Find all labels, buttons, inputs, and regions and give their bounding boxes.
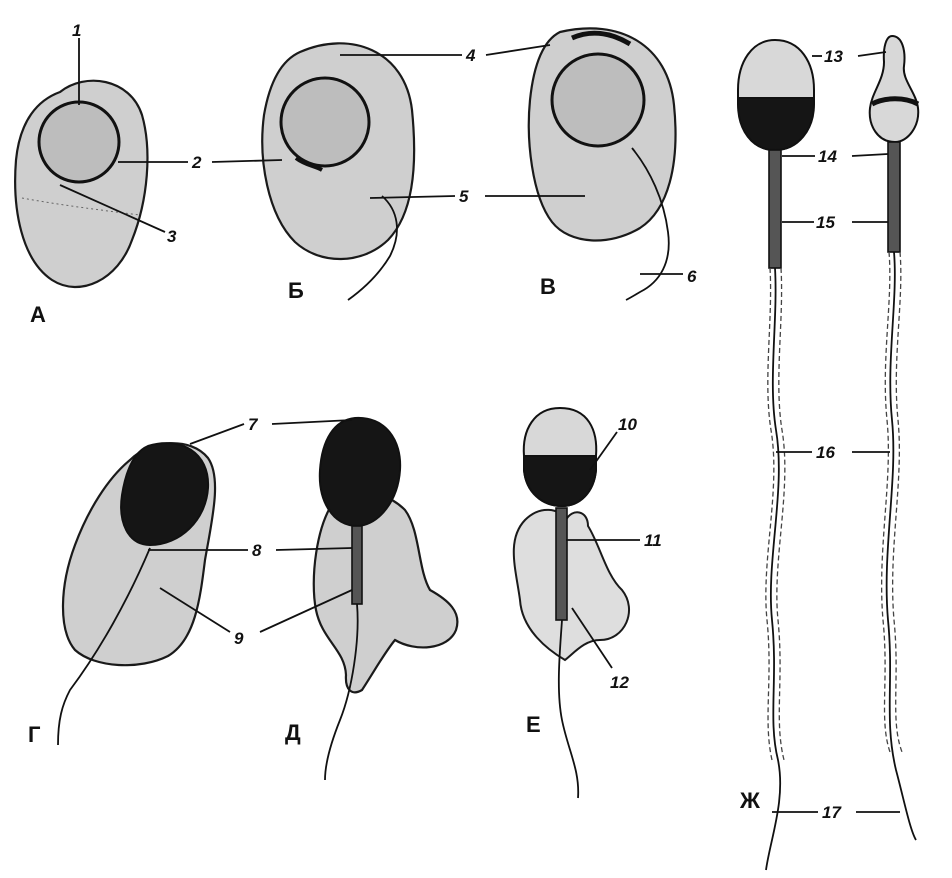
stage-label-g: Г [28, 722, 41, 747]
stage-letters: А Б В Г Д Е Ж [28, 274, 760, 813]
stage-v-spermatid [527, 27, 677, 301]
stage-b-nucleus [279, 76, 371, 168]
callout-15: 15 [816, 213, 835, 232]
stage-g-flagellum [57, 547, 151, 746]
stage-label-b: Б [288, 278, 304, 303]
callout-11: 11 [644, 531, 662, 550]
stage-label-zh: Ж [739, 788, 760, 813]
leader-lines [59, 38, 900, 813]
stage-a-nucleus [37, 100, 121, 184]
callout-9: 9 [234, 629, 244, 648]
stage-e-midpiece [555, 507, 568, 621]
callout-numbers: 1 2 3 4 5 6 7 8 9 10 11 12 13 14 15 16 1… [72, 21, 843, 822]
stage-label-e: Е [526, 712, 541, 737]
callout-4: 4 [465, 46, 476, 65]
stage-e-flagellum [557, 619, 580, 799]
callout-10: 10 [618, 415, 637, 434]
stage-d-spermatid [312, 416, 459, 781]
stage-d-midpiece [351, 525, 363, 605]
callout-16: 16 [816, 443, 835, 462]
stage-e-spermatid [512, 406, 631, 799]
callout-12: 12 [610, 673, 629, 692]
sperm-side-head [868, 34, 920, 144]
callout-13: 13 [824, 47, 843, 66]
stage-a-spermatid [14, 79, 149, 289]
sperm-side-tail [885, 251, 917, 841]
stage-v-flagellum [625, 147, 670, 301]
stage-label-v: В [540, 274, 556, 299]
stage-b-flagellum [347, 195, 398, 301]
callout-14: 14 [818, 147, 837, 166]
sperm-front-tail [765, 267, 782, 871]
stage-g-spermatid [57, 442, 217, 746]
stage-zh-sperm-side [868, 34, 920, 841]
stage-label-d: Д [285, 720, 301, 745]
sperm-side-midpiece [887, 141, 901, 253]
stage-label-a: А [30, 302, 46, 327]
callout-2: 2 [191, 153, 202, 172]
stage-d-flagellum [324, 603, 359, 781]
sperm-front-midpiece [768, 149, 782, 269]
callout-17: 17 [822, 803, 842, 822]
stage-b-spermatid [261, 42, 416, 301]
callout-8: 8 [252, 541, 262, 560]
callout-1: 1 [72, 21, 81, 40]
callout-5: 5 [459, 187, 469, 206]
callout-6: 6 [687, 267, 697, 286]
callout-3: 3 [167, 227, 177, 246]
callout-7: 7 [248, 415, 259, 434]
stage-g-head [120, 442, 210, 547]
stage-v-nucleus [550, 52, 646, 148]
stage-zh-sperm-front [737, 38, 815, 871]
